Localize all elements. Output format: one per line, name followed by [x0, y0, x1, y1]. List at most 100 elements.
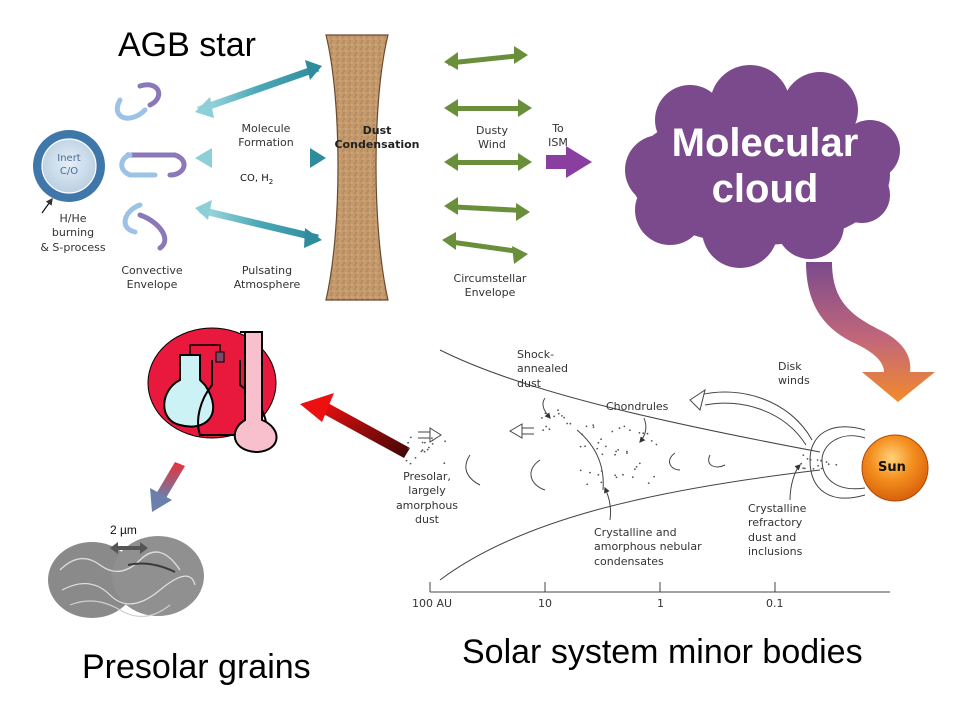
dust-particle [642, 432, 645, 435]
dust-particle [541, 417, 543, 419]
dust-particle [803, 467, 806, 470]
axis-tick-100au: 100 AU [412, 597, 453, 610]
pulsating-line2: Atmosphere [233, 278, 301, 292]
dust-particle [553, 415, 555, 418]
dust-line1: Dust [362, 124, 392, 137]
dust-particle [428, 446, 430, 449]
dust-particle [618, 427, 621, 429]
cryst-amorph-line1: Crystalline and [594, 526, 677, 539]
convective-loops [115, 82, 187, 251]
shock-line2: annealed [517, 362, 568, 376]
dust-particle [563, 416, 565, 419]
dust-particle [569, 422, 572, 425]
convective-line2: Envelope [126, 278, 178, 292]
dust-particle [557, 412, 560, 415]
dust-particle [655, 443, 658, 446]
dust-particle [634, 468, 636, 471]
dust-particle [548, 428, 551, 431]
pulsating-atmosphere-label: Pulsating Atmosphere [222, 264, 312, 293]
cloud-line1: Molecular [671, 121, 859, 165]
dust-particle [566, 422, 569, 425]
cryst-refr-line2: refractory [748, 516, 803, 530]
dust-particle [615, 476, 618, 479]
dust-particle [626, 450, 628, 453]
presolar-grains-title: Presolar grains [82, 648, 311, 686]
dust-particle [629, 429, 631, 432]
dust-particle [820, 459, 822, 462]
axis-tick-1: 1 [657, 597, 664, 610]
dust-particle [423, 450, 426, 453]
dust-particle [542, 429, 545, 432]
disk-winds-line2: winds [778, 374, 810, 388]
shock-line3: dust [517, 376, 541, 390]
dusty-wind-label: Dusty Wind [462, 124, 522, 153]
molecule-species-label: CO, H2 [240, 172, 273, 187]
dust-particle [614, 453, 616, 456]
dust-particle [631, 476, 634, 479]
dust-particle [431, 443, 434, 445]
dust-particle [421, 449, 424, 452]
disk-diagram [418, 349, 890, 593]
shell-burning-label: H/He burning & S-process [30, 212, 116, 255]
dust-line2: Condensation [334, 138, 420, 152]
cloud-line2: cloud [711, 167, 819, 211]
crystalline-amorphous-label: Crystalline and amorphous nebular conden… [594, 526, 702, 569]
dust-particle [820, 467, 823, 470]
dust-particle [802, 467, 804, 469]
dust-particle [825, 461, 828, 463]
dust-particle [444, 440, 446, 443]
dust-particles [405, 409, 838, 486]
presolar-line4: dust [415, 512, 439, 526]
dust-particle [806, 458, 809, 460]
molecule-species: CO, H [240, 173, 269, 184]
dust-particle [424, 441, 426, 444]
dust-particle [626, 452, 628, 454]
dust-particle [585, 425, 588, 428]
molecule-species-subscript: 2 [268, 178, 274, 186]
lab-to-grains-arrow [150, 462, 185, 512]
chondrules-label: Chondrules [606, 400, 669, 413]
solar-system-minor-bodies-title: Solar system minor bodies [462, 633, 863, 671]
dust-particle [589, 471, 591, 474]
dust-particle [809, 458, 812, 461]
dust-particle [420, 450, 423, 453]
shell-pointer-arrow [41, 197, 53, 214]
shock-line1: Shock- [517, 348, 555, 361]
pulsation-arrows [195, 60, 326, 248]
circ-line2: Envelope [464, 286, 516, 300]
dust-particle [622, 473, 624, 476]
dust-particle [581, 433, 583, 436]
to-ism-label: To ISM [538, 122, 578, 151]
core-label-line2: C/O [59, 166, 79, 177]
molecule-line1: Molecule [241, 122, 291, 135]
dust-particle [647, 482, 650, 484]
cryst-refr-line3: dust and [748, 530, 797, 544]
dust-particle [579, 469, 582, 472]
agb-star-title: AGB star [118, 26, 256, 64]
shell-label-line1: H/He [59, 212, 87, 225]
dust-particle [407, 447, 410, 450]
cryst-refr-line4: inclusions [748, 544, 803, 558]
dust-particle [407, 441, 409, 444]
dust-particle [601, 453, 604, 456]
dust-particle [596, 447, 599, 450]
dust-particle [561, 415, 563, 417]
presolar-line3: amorphous [395, 498, 459, 512]
dust-particle [586, 483, 589, 486]
pulsating-line1: Pulsating [241, 264, 293, 277]
dust-particle [638, 462, 641, 465]
circumstellar-envelope-label: Circumstellar Envelope [440, 272, 540, 301]
dust-particle [614, 474, 616, 477]
dust-particle [545, 425, 547, 428]
dust-particle [405, 459, 408, 462]
dust-condensation-slab [325, 34, 389, 301]
ism-line1: To [552, 122, 564, 135]
sun-label: Sun [878, 460, 906, 475]
scale-bar-label: 2 µm [110, 523, 137, 537]
dust-particle [592, 424, 595, 426]
dust-particle [426, 448, 429, 451]
dust-condensation-label: Dust Condensation [322, 124, 432, 153]
dust-particle [431, 437, 433, 439]
axis-tick-0-1: 0.1 [766, 597, 784, 610]
dust-particle [600, 438, 602, 441]
